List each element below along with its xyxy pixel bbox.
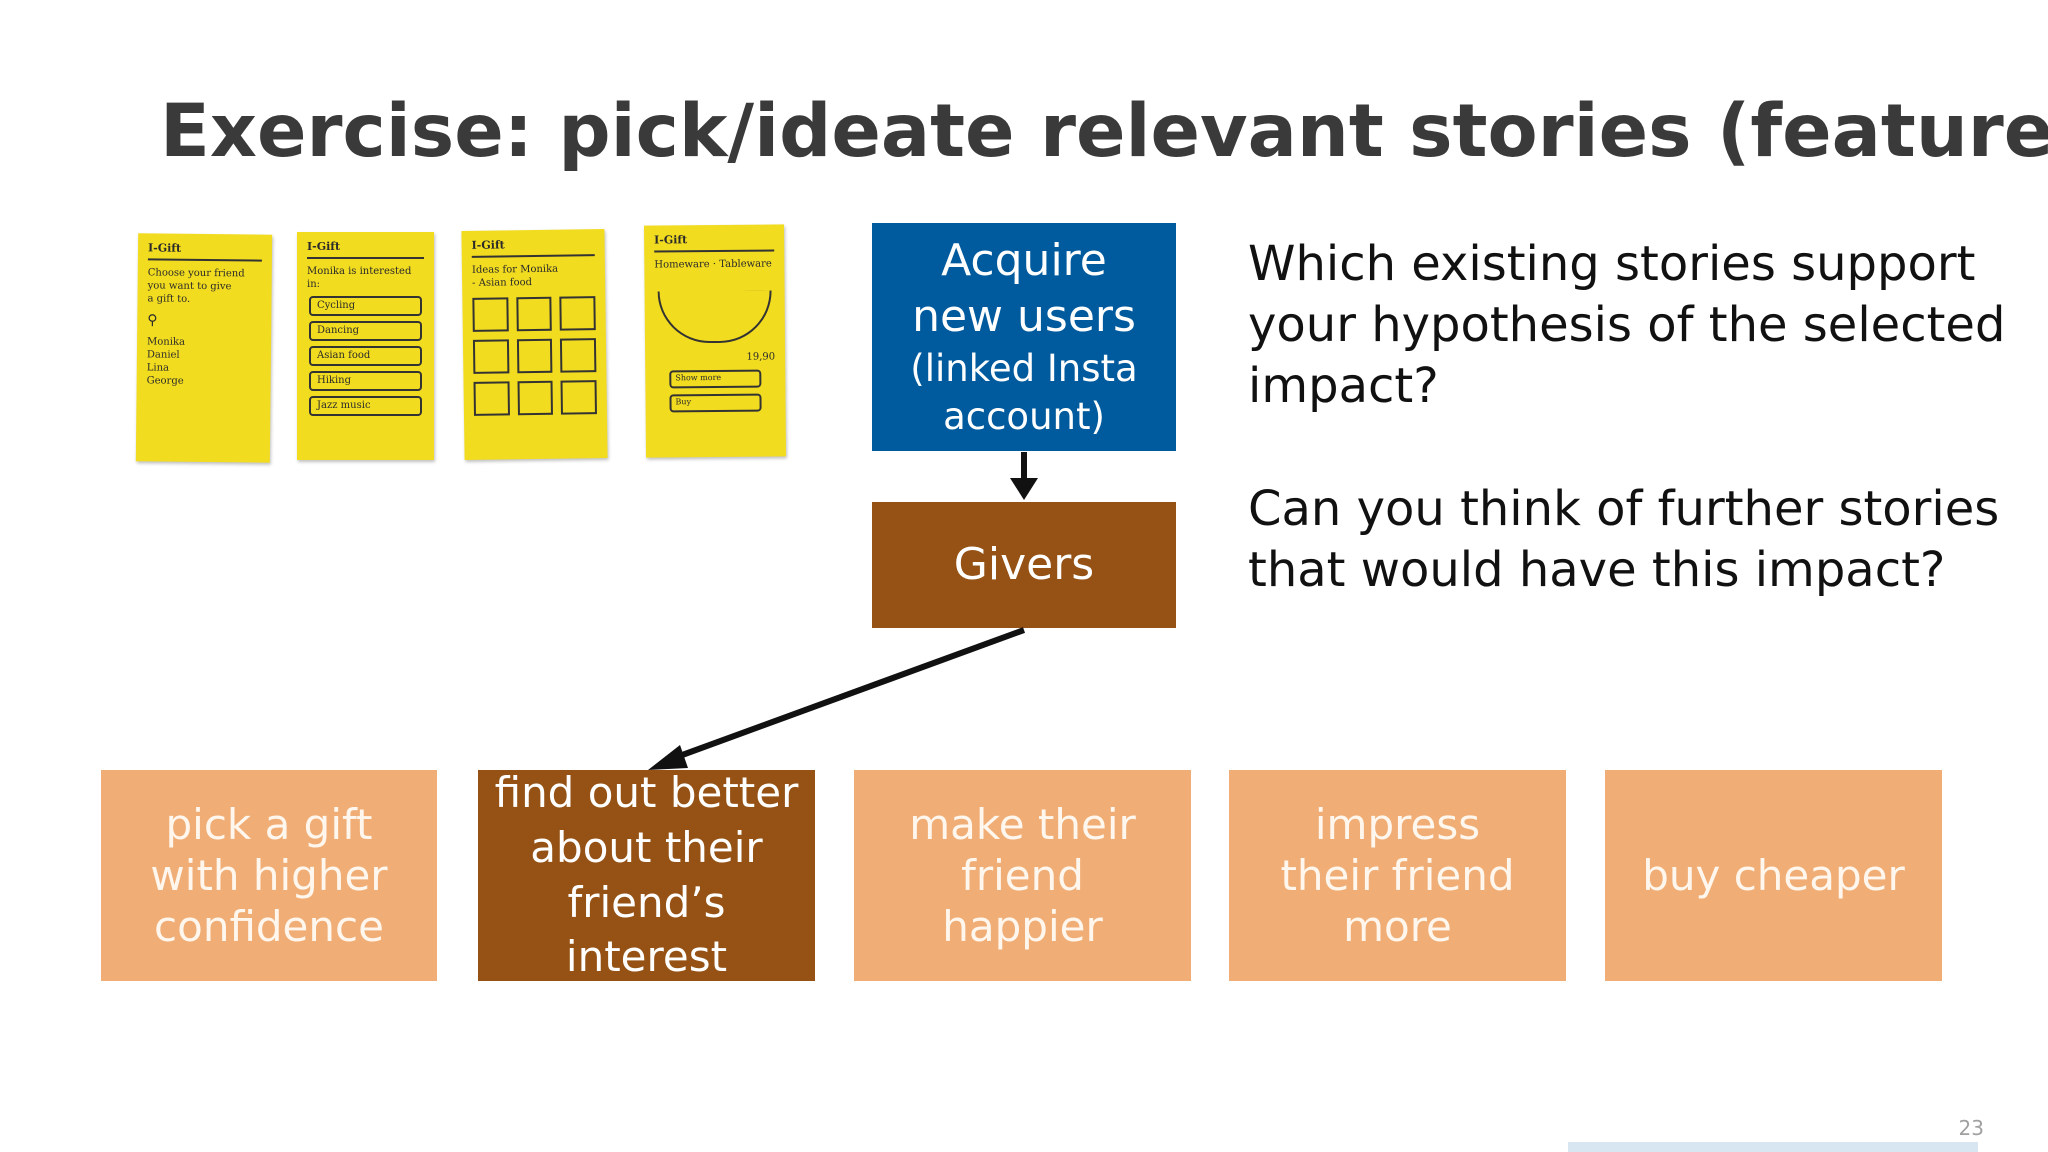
deliverable-box: make their friend happier: [854, 770, 1191, 981]
footer-bar: [1568, 1142, 1978, 1152]
sketch-row: Asian food: [309, 346, 422, 367]
actor-box: Givers: [872, 502, 1176, 628]
goal-box: Acquire new users (linked Insta account): [872, 223, 1176, 451]
deliverable-label: buy cheaper: [1642, 850, 1905, 900]
deliverable-label: find out better about their friend’s int…: [494, 768, 799, 982]
slide-page-number: 23: [1958, 1116, 1984, 1140]
actor-to-deliverable-arrow: [672, 627, 1026, 761]
goal-label: Acquire new users: [912, 235, 1136, 342]
sketch-row: Jazz music: [309, 396, 422, 417]
goal-to-actor-arrowhead: [1010, 478, 1038, 500]
actor-label: Givers: [953, 539, 1095, 591]
sketch-interests: I-Gift Monika is interested in: Cycling …: [297, 232, 434, 460]
deliverable-box: impress their friend more: [1229, 770, 1566, 981]
question-supporting-stories: Which existing stories support your hypo…: [1248, 236, 2006, 414]
goal-detail: (linked Insta account): [910, 347, 1138, 438]
deliverable-box: pick a gift with higher confidence: [101, 770, 437, 981]
sketch-header: I-Gift: [307, 240, 424, 260]
deliverable-box: buy cheaper: [1605, 770, 1942, 981]
question-further-stories: Can you think of further stories that wo…: [1248, 481, 2000, 598]
sketch-text: Monika is interested in:: [307, 266, 412, 291]
deliverable-label: make their friend happier: [909, 799, 1136, 952]
deliverable-label: pick a gift with higher confidence: [150, 799, 388, 952]
actor-to-deliverable-arrowhead: [648, 745, 688, 770]
deliverable-box-selected: find out better about their friend’s int…: [478, 768, 815, 981]
sketch-row: Hiking: [309, 371, 422, 392]
sketch-row: Dancing: [309, 321, 422, 342]
sketch-row: Cycling: [309, 296, 422, 317]
slide-title: Exercise: pick/ideate relevant stories (…: [160, 89, 2048, 174]
deliverable-label: impress their friend more: [1280, 799, 1515, 952]
